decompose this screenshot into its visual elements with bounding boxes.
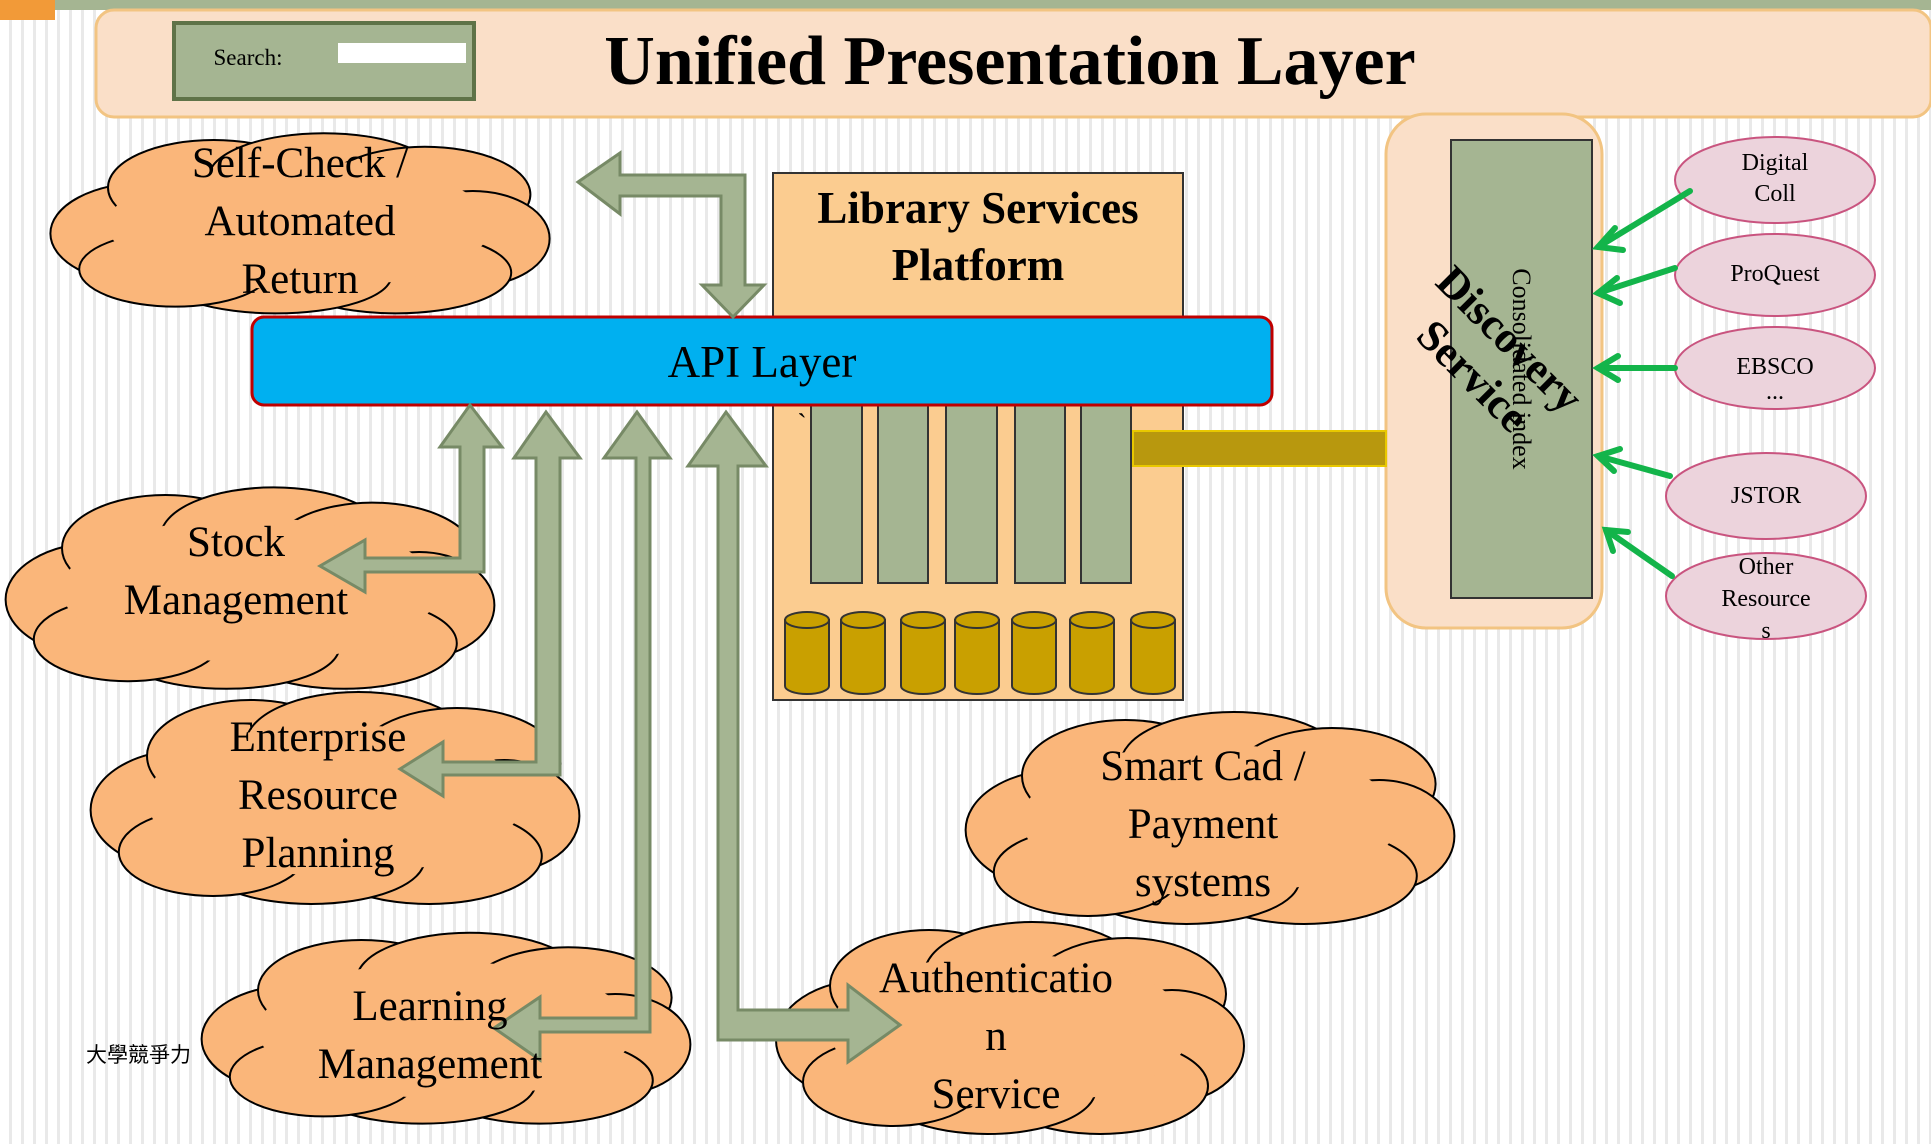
source-label: Digital Coll <box>1675 148 1875 210</box>
source-line: EBSCO <box>1736 354 1814 380</box>
database-cap <box>784 611 830 629</box>
cloud-line: Service <box>931 1071 1061 1118</box>
database-cap <box>840 611 886 629</box>
database-cap <box>1069 611 1115 629</box>
cloud-line: Automated <box>204 198 396 245</box>
database-cylinder <box>1069 619 1115 695</box>
cloud-line: Management <box>123 577 349 624</box>
cloud-line: Enterprise <box>229 714 407 761</box>
discovery-connector <box>1132 430 1387 467</box>
cloud-line: systems <box>1134 859 1272 906</box>
auth-arrow <box>685 409 903 1065</box>
cloud-line: Planning <box>241 830 395 877</box>
platform-title: Library Services Platform <box>773 180 1183 294</box>
database-cylinder <box>954 619 1000 695</box>
self-check-arrow <box>575 150 768 320</box>
database-cap <box>1011 611 1057 629</box>
database-cap <box>900 611 946 629</box>
api-layer-label: API Layer <box>667 337 857 387</box>
learning-cloud <box>200 931 692 1125</box>
platform-title-line: Platform <box>891 240 1065 290</box>
cloud-line: Smart Cad / <box>1100 743 1306 790</box>
cloud-line: Return <box>241 256 359 303</box>
database-cylinder <box>1011 619 1057 695</box>
consolidated-index-box <box>1450 139 1593 599</box>
server-bar <box>1014 404 1066 584</box>
database-cap <box>1130 611 1176 629</box>
cloud-line: Resource <box>238 772 398 819</box>
cloud-line: Learning <box>352 983 508 1030</box>
cloud-label-erp: Enterprise Resource Planning <box>168 709 468 883</box>
smart-card-cloud <box>964 711 1456 925</box>
erp-arrow <box>397 409 583 799</box>
stray-mark: ` <box>797 409 807 440</box>
database-cylinder <box>1130 619 1176 695</box>
cloud-line: n <box>985 1013 1007 1060</box>
cloud-line: Payment <box>1127 801 1279 848</box>
cloud-label-stock: Stock Management <box>86 514 386 630</box>
green-arrow <box>1595 265 1678 296</box>
server-bar <box>877 404 929 584</box>
source-label: EBSCO ... <box>1675 352 1875 405</box>
green-arrow <box>1595 188 1693 250</box>
database-cylinder <box>840 619 886 695</box>
erp-cloud <box>89 691 581 905</box>
learning-arrow <box>491 409 673 1063</box>
cloud-label-self-check: Self-Check / Automated Return <box>150 135 450 309</box>
cloud-line: Management <box>317 1041 543 1088</box>
database-cylinder <box>900 619 946 695</box>
server-bar <box>945 404 998 584</box>
footer-text: 大學競爭力 <box>86 1043 191 1067</box>
source-line: Resource <box>1721 586 1811 612</box>
source-line: ProQuest <box>1730 261 1820 287</box>
cloud-label-learning: Learning Management <box>280 978 580 1094</box>
page-title: Unified Presentation Layer <box>604 23 1416 100</box>
source-label: ProQuest <box>1675 259 1875 290</box>
stock-cloud <box>4 486 496 690</box>
cloud-line: Authenticatio <box>878 955 1114 1002</box>
api-layer <box>250 315 1274 407</box>
source-line: s <box>1761 618 1771 644</box>
cloud-line: Self-Check / <box>191 140 409 187</box>
source-line: Coll <box>1754 181 1796 207</box>
corner-accent <box>0 0 55 20</box>
search-input[interactable] <box>338 43 466 63</box>
source-line: Other <box>1738 554 1794 580</box>
platform-title-line: Library Services <box>817 183 1139 233</box>
cloud-label-smart-card: Smart Cad / Payment systems <box>1053 738 1353 912</box>
server-bar <box>1080 404 1132 584</box>
database-cap <box>954 611 1000 629</box>
source-other <box>1665 552 1867 640</box>
server-bar <box>810 404 863 584</box>
source-line: Digital <box>1741 150 1809 176</box>
source-line: ... <box>1766 379 1784 405</box>
green-arrow <box>1595 453 1673 479</box>
search-label: Search: <box>213 45 283 70</box>
source-jstor <box>1665 452 1867 540</box>
cloud-label-auth: Authenticatio n Service <box>846 950 1146 1124</box>
source-label: Other Resource s <box>1666 551 1866 647</box>
database-cylinder <box>784 619 830 695</box>
consolidated-index-label: Consolidated index <box>1507 268 1536 470</box>
top-band <box>55 0 1931 10</box>
header-bar <box>94 8 1931 119</box>
source-label: JSTOR <box>1666 481 1866 512</box>
self-check-cloud <box>49 132 551 315</box>
cloud-line: Stock <box>187 519 285 566</box>
source-line: JSTOR <box>1730 483 1802 509</box>
source-proquest <box>1674 233 1876 317</box>
source-digital-coll <box>1674 136 1876 224</box>
green-arrow <box>1603 527 1675 579</box>
stock-arrow <box>317 402 506 595</box>
